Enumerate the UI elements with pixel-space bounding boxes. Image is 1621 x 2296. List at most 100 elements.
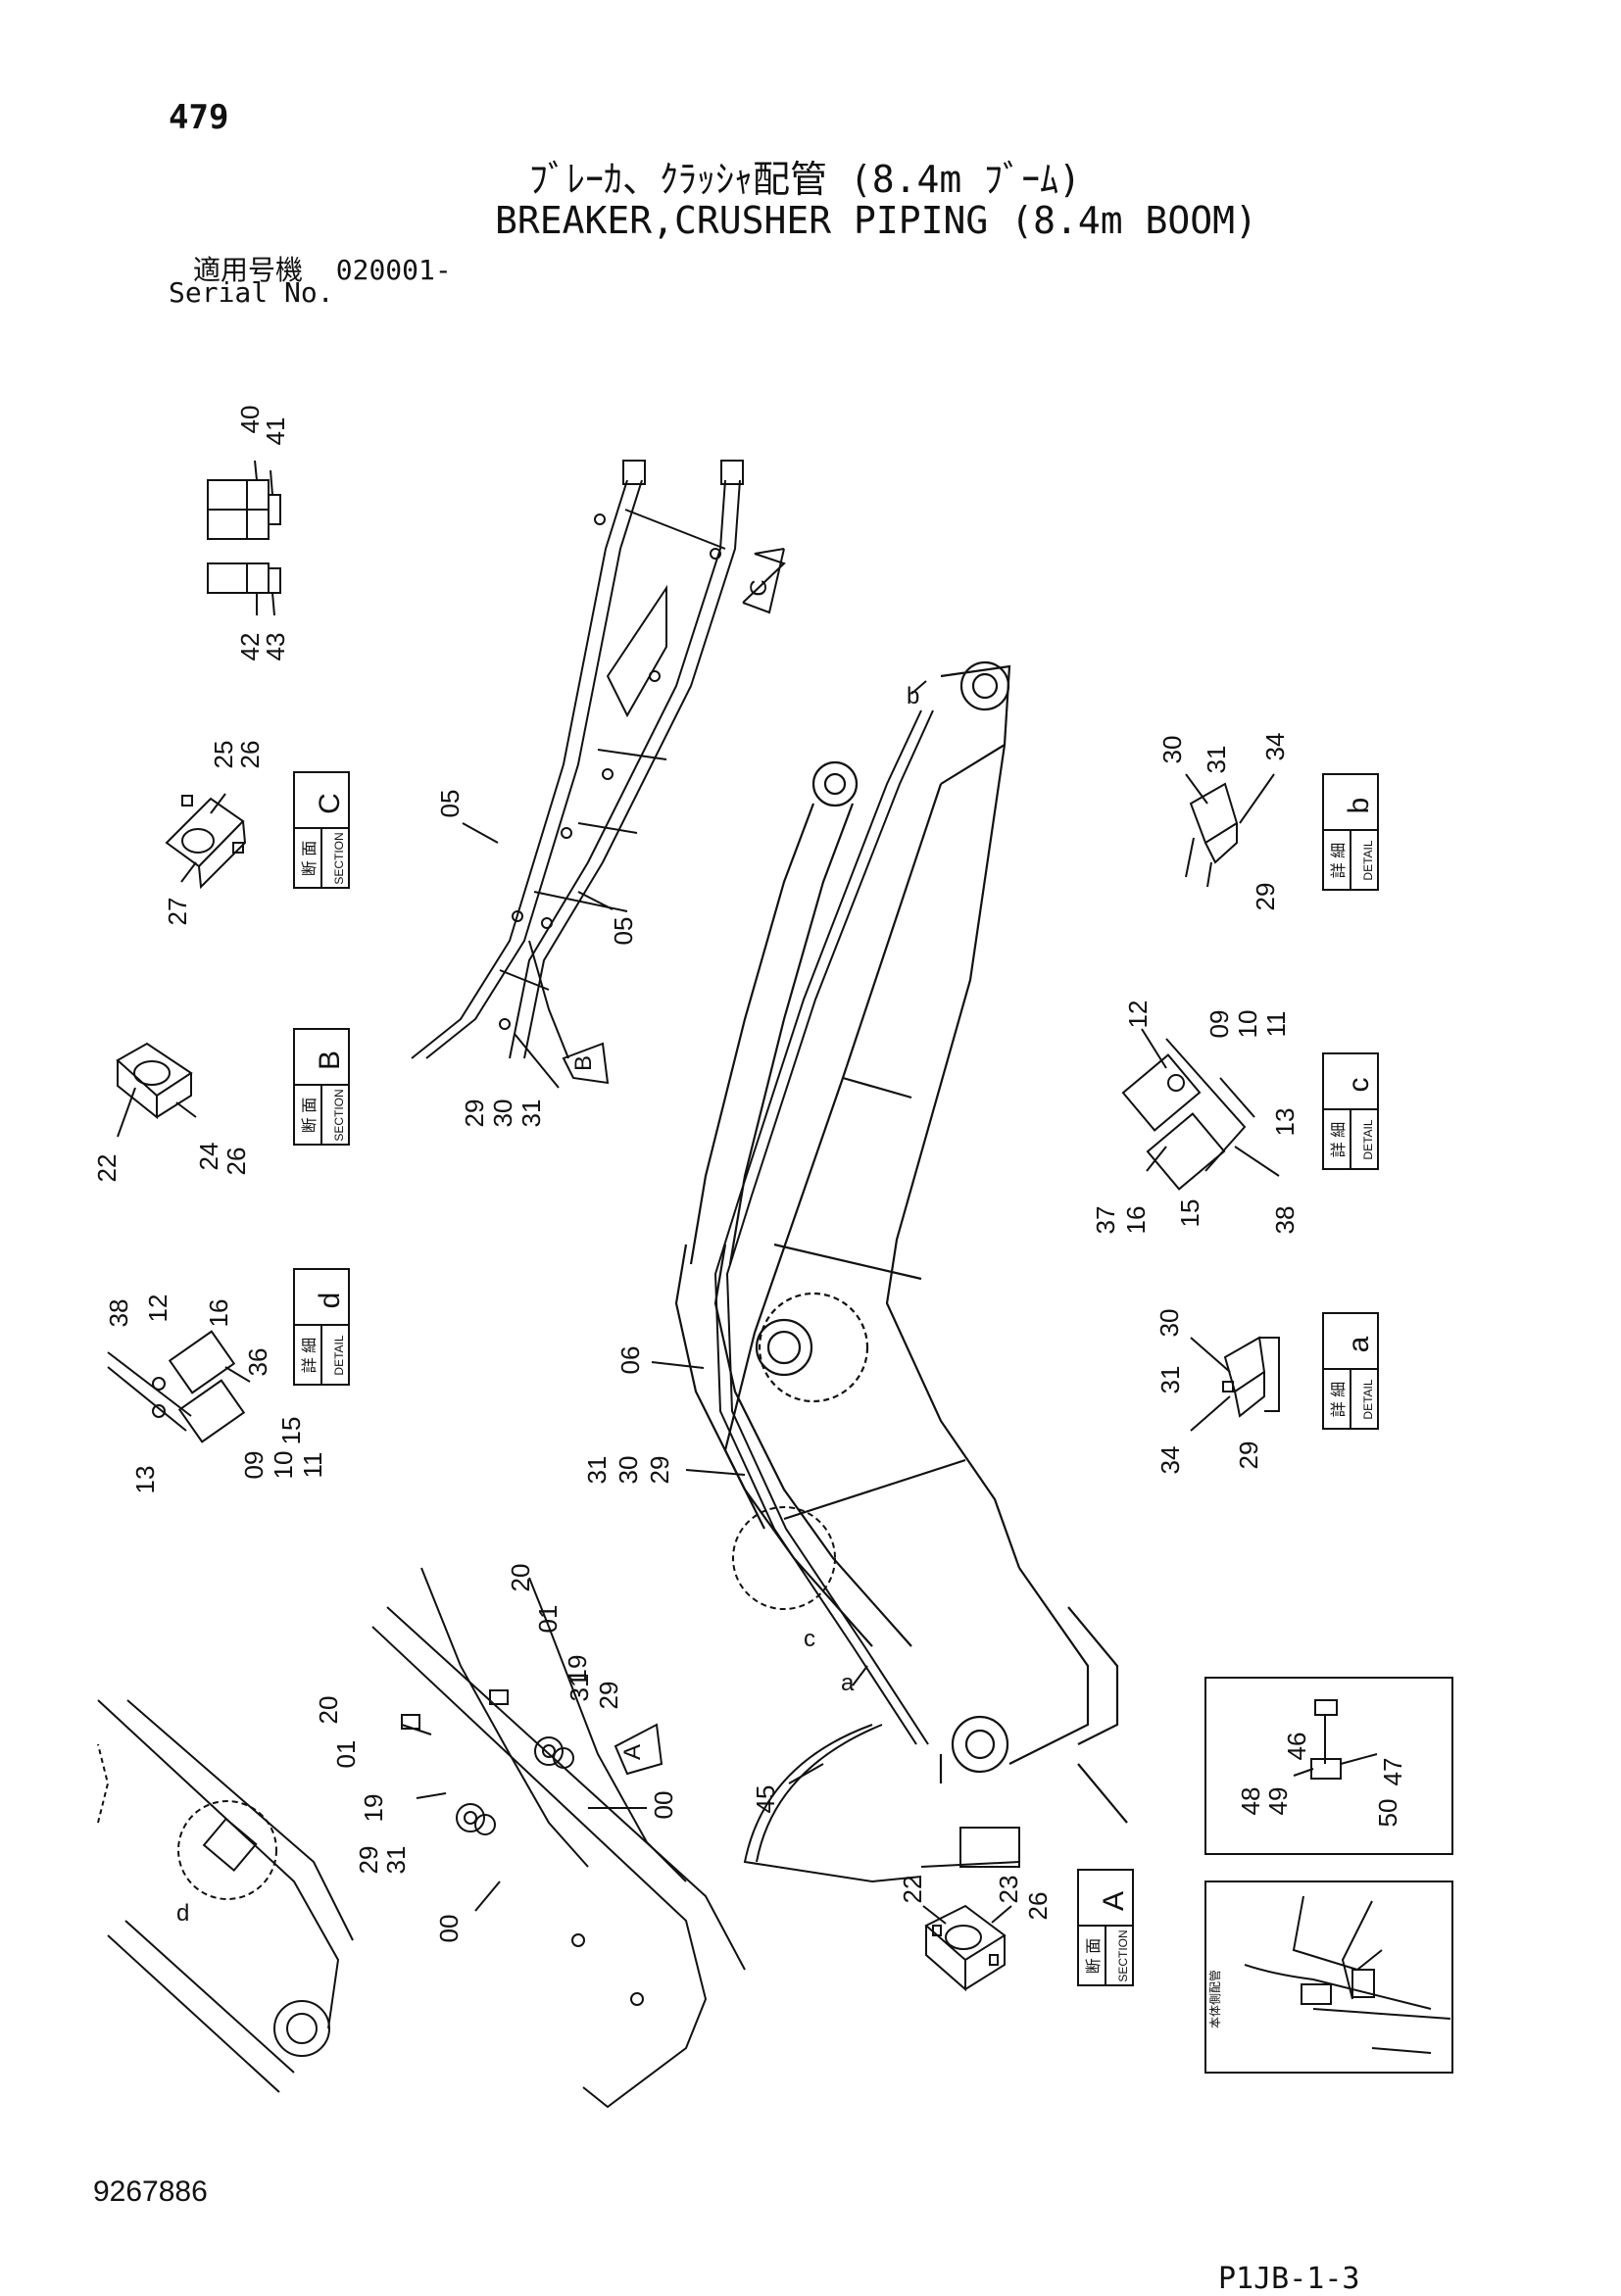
callout-37c: 37 (1091, 1206, 1120, 1235)
callout-01a: 01 (533, 1605, 563, 1634)
view-label-detail-a: a 詳 細 DETAIL (1322, 1312, 1379, 1430)
detail-circle-c (732, 1506, 836, 1610)
serial-line-japanese: 適用号機 020001- (193, 249, 452, 288)
detail-letter: d (314, 1293, 346, 1309)
body-piping-inset (1244, 1895, 1451, 2054)
callout-47: 47 (1378, 1758, 1407, 1786)
callout-29g: 29 (354, 1846, 383, 1875)
detail-en-label: DETAIL (1361, 1119, 1375, 1159)
circle-marker-d: d (176, 1900, 189, 1927)
section-jp-label: 断 面 (301, 841, 319, 876)
bracket-detail-a (1222, 1336, 1280, 1418)
callout-43: 43 (261, 633, 290, 661)
callout-24: 24 (194, 1143, 223, 1171)
detail-jp-label: 詳 細 (301, 1338, 319, 1373)
arm-piping-top (411, 460, 744, 1059)
callout-50: 50 (1373, 1799, 1402, 1828)
view-arrow-c: C (742, 548, 786, 614)
callout-23a: 23 (994, 1876, 1023, 1904)
document-number: 9267886 (93, 2175, 208, 2208)
callout-27: 27 (163, 898, 192, 926)
callout-31a: 31 (516, 1099, 546, 1128)
detail-jp-label: 詳 細 (1330, 843, 1348, 878)
callout-19b: 19 (359, 1794, 388, 1823)
callout-10c: 10 (1233, 1010, 1262, 1039)
section-en-label: SECTION (332, 832, 346, 884)
circle-marker-a: a (841, 1670, 855, 1696)
clamp-section-a (924, 1904, 1007, 1992)
section-letter: C (314, 793, 346, 814)
callout-48: 48 (1236, 1787, 1265, 1816)
callout-09: 09 (239, 1451, 269, 1480)
section-letter: B (314, 1050, 346, 1070)
callout-05a: 05 (435, 790, 465, 818)
view-marker-b: B (570, 1055, 597, 1071)
clamp-section-c (165, 795, 247, 890)
callout-16: 16 (204, 1299, 233, 1328)
bracket-inset (1310, 1699, 1378, 1780)
callout-22: 22 (92, 1154, 122, 1183)
callout-38c: 38 (1270, 1206, 1300, 1235)
callout-20b: 20 (314, 1696, 343, 1725)
detail-en-label: DETAIL (1361, 840, 1375, 880)
callout-30d: 30 (1154, 1309, 1184, 1338)
boom-hoses (713, 709, 1020, 1883)
callout-46: 46 (1282, 1733, 1311, 1761)
callout-31d: 31 (1155, 1366, 1185, 1394)
serial-label-jp: 適用号機 (193, 254, 304, 286)
detail-jp-label: 詳 細 (1330, 1122, 1348, 1157)
callout-06: 06 (615, 1346, 645, 1375)
view-label-section-c: C 断 面 SECTION (293, 771, 350, 889)
view-marker-a: A (619, 1744, 646, 1760)
callout-49: 49 (1263, 1787, 1293, 1816)
detail-en-label: DETAIL (1361, 1379, 1375, 1419)
title-english: BREAKER,CRUSHER PIPING (8.4m BOOM) (495, 199, 1257, 242)
callout-29a: 29 (460, 1099, 489, 1128)
view-label-detail-b: b 詳 細 DETAIL (1322, 773, 1379, 891)
detail-letter: b (1343, 798, 1375, 814)
callout-00b: 00 (434, 1915, 464, 1943)
callout-42: 42 (235, 633, 265, 661)
callout-40: 40 (235, 406, 265, 434)
callout-15c: 15 (1175, 1199, 1204, 1228)
callout-31e: 31 (582, 1456, 612, 1485)
callout-09c: 09 (1204, 1010, 1234, 1039)
callout-29b: 29 (1251, 883, 1280, 911)
callout-31g: 31 (381, 1846, 411, 1875)
callout-13: 13 (130, 1466, 160, 1494)
clamp-section-b (116, 1042, 193, 1120)
detail-letter: a (1343, 1336, 1375, 1352)
callout-34d: 34 (1155, 1446, 1185, 1475)
callout-29f: 29 (594, 1682, 623, 1710)
view-marker-c: C (746, 579, 772, 596)
callout-25: 25 (209, 741, 238, 769)
callout-20a: 20 (506, 1564, 535, 1592)
serial-label-english: Serial No. (169, 276, 334, 309)
valve-detail-c (1121, 1038, 1255, 1191)
circle-marker-c: c (804, 1626, 815, 1652)
view-label-section-b: B 断 面 SECTION (293, 1028, 350, 1146)
view-label-detail-c: c 詳 細 DETAIL (1322, 1052, 1379, 1170)
page-code: P1JB-1-3 (1218, 2262, 1360, 2296)
callout-45: 45 (751, 1785, 780, 1814)
callout-34b: 34 (1260, 733, 1290, 761)
detail-letter: c (1343, 1078, 1375, 1093)
callout-30b: 30 (1157, 736, 1187, 764)
callout-01b: 01 (331, 1740, 361, 1769)
bracket-inset-frame (1204, 1677, 1453, 1855)
callout-15: 15 (276, 1417, 306, 1445)
callout-41: 41 (261, 417, 290, 446)
section-letter: A (1098, 1891, 1130, 1911)
callout-10: 10 (269, 1451, 298, 1480)
callout-30a: 30 (488, 1099, 517, 1128)
callout-16c: 16 (1121, 1206, 1151, 1235)
title-japanese: ﾌﾞﾚｰｶ、ｸﾗｯｼｬ配管 (8.4m ﾌﾞｰﾑ) (529, 158, 1082, 201)
detail-en-label: DETAIL (332, 1335, 346, 1375)
callout-00a: 00 (649, 1791, 678, 1820)
section-en-label: SECTION (1116, 1930, 1130, 1981)
callout-26a: 26 (1023, 1892, 1053, 1921)
body-piping-inset-frame (1204, 1881, 1453, 2074)
boom-base-assembly (371, 1567, 746, 2109)
view-label-section-a: A 断 面 SECTION (1077, 1869, 1134, 1986)
